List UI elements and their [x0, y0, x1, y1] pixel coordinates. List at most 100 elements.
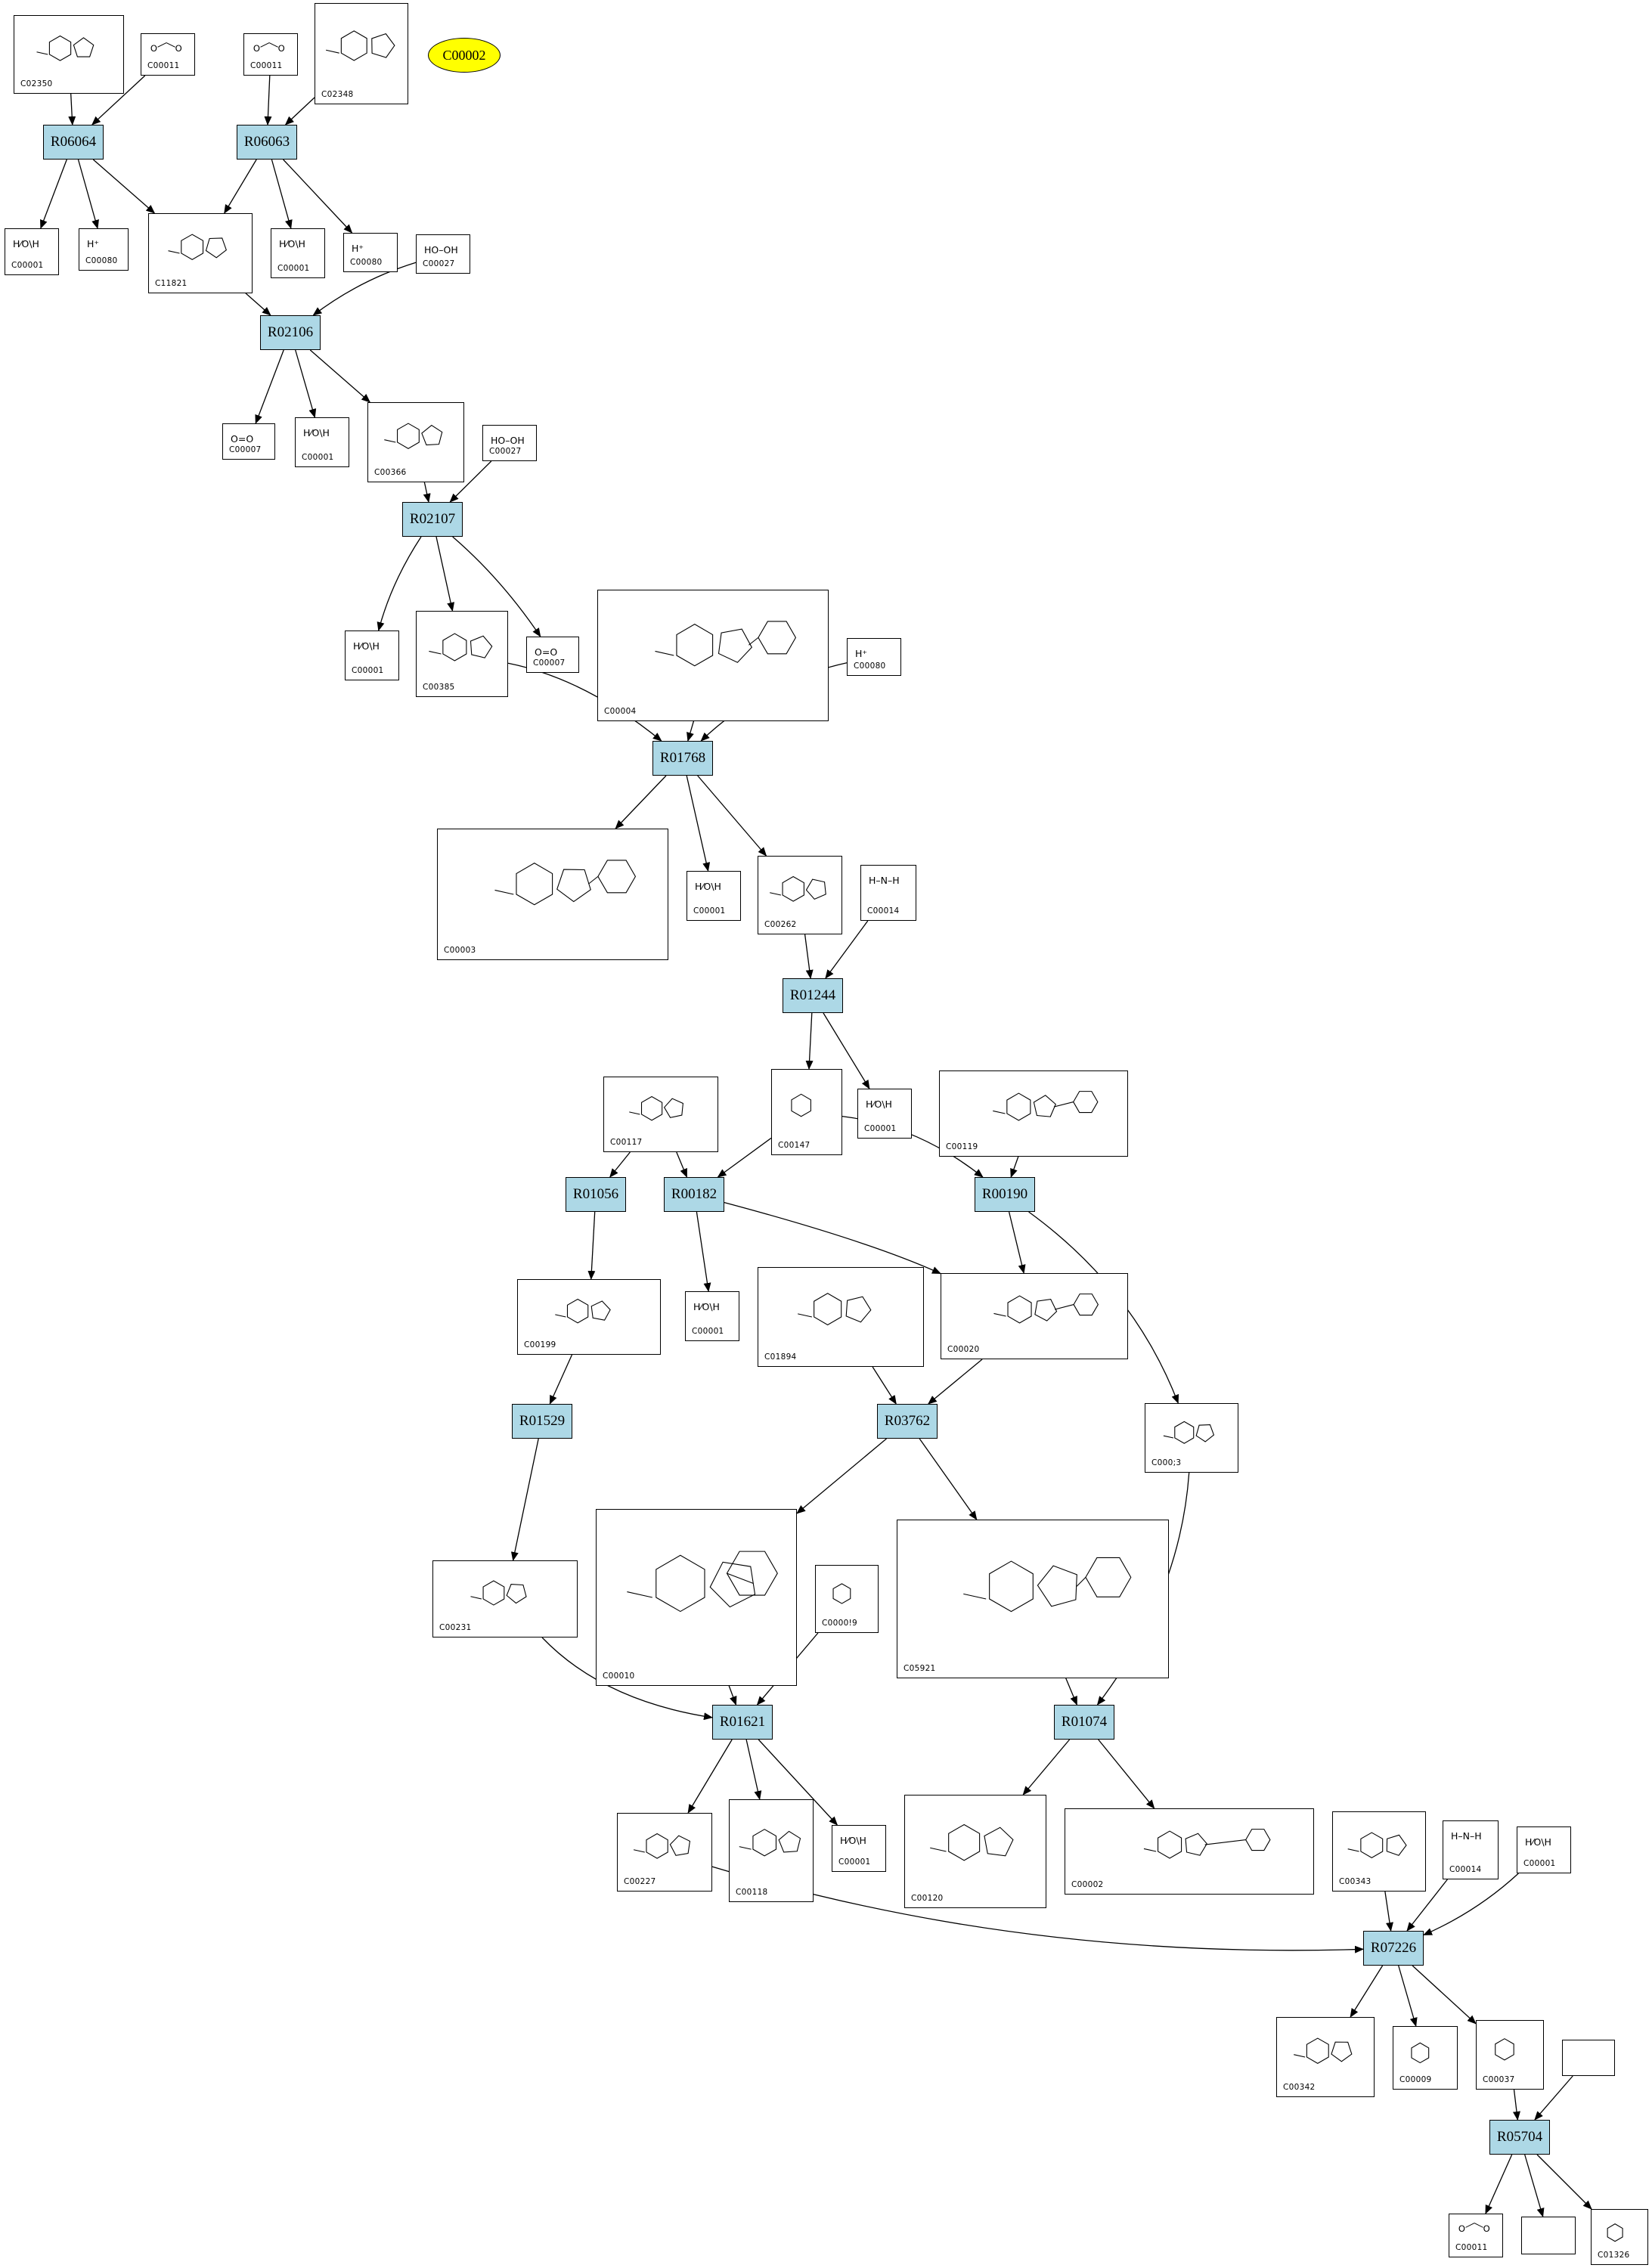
compound-label: C00007 — [229, 445, 262, 454]
compound-c01326[interactable]: C01326 — [1591, 2209, 1648, 2265]
compound-label: C00001 — [1523, 1859, 1556, 1868]
compound-c00227[interactable]: C00227 — [617, 1813, 712, 1892]
edge-r01768-c00003 — [615, 775, 667, 829]
reaction-r05704[interactable]: R05704 — [1489, 2120, 1550, 2155]
compound-label: C00014 — [867, 906, 900, 916]
edge-r02106-c00007a — [255, 349, 284, 424]
edge-c11821-r02106 — [245, 293, 271, 316]
reaction-r01244[interactable]: R01244 — [783, 978, 843, 1013]
compound-c02350[interactable]: C02350 — [14, 15, 124, 94]
compound-label: C00001 — [864, 1124, 897, 1133]
compound-c00231[interactable]: C00231 — [432, 1560, 578, 1637]
compound-c00009b[interactable]: C00009 — [1393, 2026, 1458, 2090]
edge-r07226-c00009b — [1398, 1965, 1418, 2027]
compound-label: C00080 — [350, 258, 383, 267]
edge-c00117-r00182 — [676, 1151, 688, 1178]
compound-label: C00119 — [946, 1142, 978, 1151]
compound-c11821[interactable]: C11821 — [148, 213, 253, 293]
reaction-r07226[interactable]: R07226 — [1363, 1931, 1424, 1966]
reaction-r02106[interactable]: R02106 — [260, 315, 321, 350]
compound-c00117[interactable]: C00117 — [603, 1077, 718, 1152]
compound-c00118[interactable]: C00118 — [729, 1799, 814, 1902]
compound-c00080c[interactable]: H⁺C00080 — [847, 638, 901, 676]
reaction-r01768[interactable]: R01768 — [652, 741, 713, 776]
edge-r01244-c00147 — [805, 1012, 814, 1070]
compound-c00342[interactable]: C00342 — [1276, 2017, 1375, 2097]
compound-c01894[interactable]: C01894 — [758, 1267, 924, 1367]
compound-c00119[interactable]: C00119 — [939, 1070, 1128, 1157]
compound-c00013[interactable]: C000;3 — [1145, 1403, 1238, 1473]
compound-formula: O=O — [535, 646, 558, 658]
edge-r06063-c00080b — [283, 159, 353, 234]
compound-label: C00004 — [604, 707, 637, 716]
compound-cblank1[interactable] — [1562, 2040, 1615, 2076]
compound-label: C00343 — [1339, 1877, 1372, 1886]
compound-c00009a[interactable]: C0000!9 — [815, 1565, 879, 1633]
compound-c00080b[interactable]: H⁺C00080 — [343, 233, 398, 272]
compound-c00385[interactable]: C00385 — [416, 611, 508, 697]
compound-c00037[interactable]: C00037 — [1476, 2020, 1544, 2090]
reaction-r06064[interactable]: R06064 — [43, 125, 104, 160]
compound-c00343[interactable]: C00343 — [1332, 1811, 1426, 1892]
reaction-r03762[interactable]: R03762 — [877, 1404, 938, 1439]
edge-r01768-c00001e — [686, 775, 711, 872]
edge-r03762-c05921 — [919, 1438, 978, 1520]
reaction-r06063[interactable]: R06063 — [237, 125, 297, 160]
compound-c02348[interactable]: C02348 — [315, 3, 408, 104]
compound-label: C00027 — [423, 259, 455, 268]
compound-c00120[interactable]: C00120 — [904, 1795, 1046, 1908]
edge-c00117-r01056 — [609, 1151, 631, 1178]
edge-r00190-c00020 — [1008, 1211, 1026, 1274]
edge-r02106-c00366 — [309, 349, 371, 403]
reaction-r01074[interactable]: R01074 — [1054, 1705, 1114, 1740]
reaction-r01529[interactable]: R01529 — [512, 1404, 572, 1439]
edge-r06064-c00001a — [40, 159, 67, 229]
edge-r02106-c00001c — [295, 349, 317, 418]
reaction-r00190[interactable]: R00190 — [975, 1177, 1035, 1212]
edge-c00343-r07226 — [1384, 1891, 1393, 1932]
compound-c00004[interactable]: C00004 — [597, 590, 829, 721]
compound-c00199[interactable]: C00199 — [517, 1279, 661, 1355]
compound-label: C00080 — [854, 662, 886, 671]
compound-label: C00147 — [778, 1141, 811, 1150]
compound-formula: HO–OH — [491, 435, 525, 446]
compound-c05921[interactable]: C05921 — [897, 1520, 1169, 1678]
reaction-r01621[interactable]: R01621 — [712, 1705, 773, 1740]
compound-label: C00199 — [524, 1340, 556, 1349]
compound-cblank2[interactable] — [1521, 2217, 1576, 2254]
compound-c00020[interactable]: C00020 — [941, 1273, 1128, 1359]
highlight-compound-ellipse[interactable]: C00002 — [428, 38, 501, 73]
compound-c00262[interactable]: C00262 — [758, 856, 842, 934]
reaction-r00182[interactable]: R00182 — [664, 1177, 724, 1212]
compound-c00003[interactable]: C00003 — [437, 829, 668, 960]
compound-c00002[interactable]: C00002 — [1065, 1808, 1314, 1895]
compound-c00366[interactable]: C00366 — [367, 402, 464, 482]
compound-label: C00118 — [736, 1888, 768, 1897]
compound-label: C00227 — [624, 1877, 656, 1886]
compound-label: C00011 — [250, 61, 283, 70]
compound-c00147[interactable]: C00147 — [771, 1069, 842, 1155]
compound-c00080a[interactable]: H⁺C00080 — [79, 228, 129, 271]
compound-c00010[interactable]: C00010 — [596, 1509, 797, 1686]
reaction-r01056[interactable]: R01056 — [566, 1177, 626, 1212]
reaction-r02107[interactable]: R02107 — [402, 502, 463, 537]
compound-label: C00001 — [692, 1327, 724, 1336]
